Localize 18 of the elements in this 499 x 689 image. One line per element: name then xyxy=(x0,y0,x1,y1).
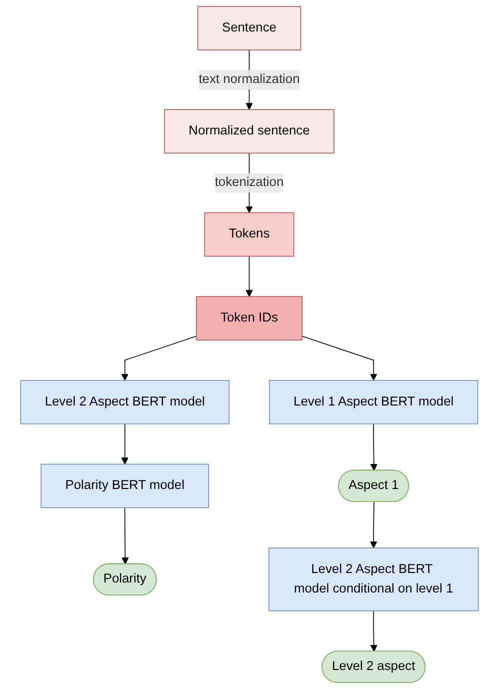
edge-label: text normalization xyxy=(198,72,300,86)
arrow xyxy=(370,423,378,471)
node-box: Sentence xyxy=(197,6,302,50)
arrow xyxy=(121,336,197,381)
node-box: Level 2 Aspect BERT model xyxy=(20,380,230,424)
node-box: Level 1 Aspect BERT model xyxy=(268,380,478,424)
node-box: Token IDs xyxy=(196,296,302,340)
node-box: Polarity BERT model xyxy=(40,464,210,508)
arrow xyxy=(370,502,378,548)
node-box: Normalized sentence xyxy=(164,109,334,154)
edge-label: tokenization xyxy=(214,176,284,190)
arrow xyxy=(370,610,378,652)
arrow xyxy=(246,256,253,297)
node-box: Level 2 Aspect BERT model conditional on level 1 xyxy=(268,548,479,612)
arrow xyxy=(122,507,129,564)
arrow xyxy=(121,423,128,464)
arrow xyxy=(302,336,378,381)
node-box: Tokens xyxy=(204,212,294,257)
